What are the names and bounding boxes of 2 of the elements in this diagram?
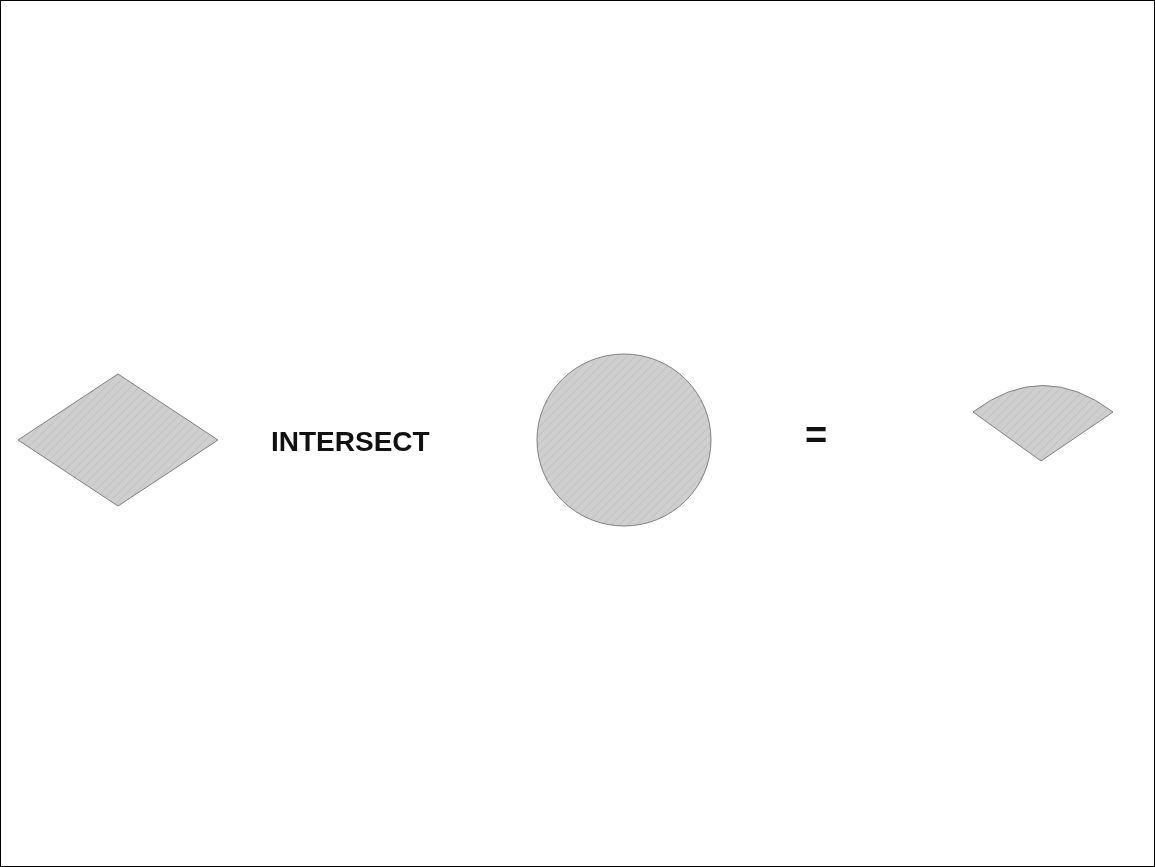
equals-sign: =	[805, 416, 828, 454]
operation-label: INTERSECT	[271, 428, 430, 456]
